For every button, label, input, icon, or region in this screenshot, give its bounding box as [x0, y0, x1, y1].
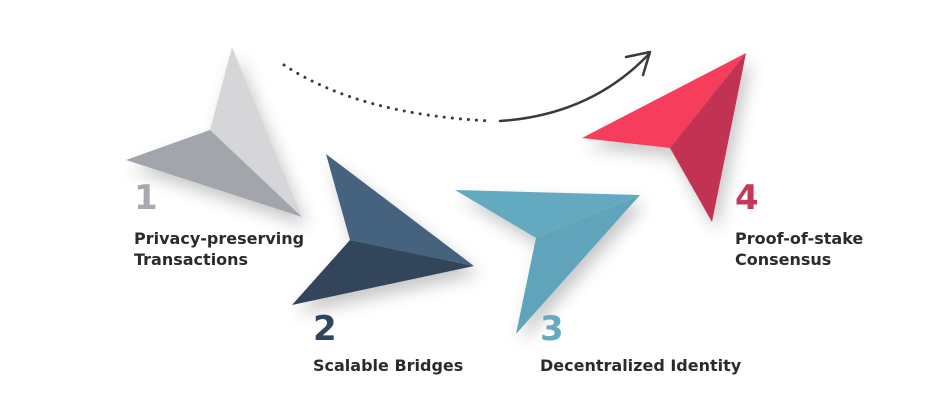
step-2-number: 2 [313, 309, 337, 349]
step-2-arrow-light [326, 154, 474, 266]
step-1-arrow-dark [126, 130, 302, 217]
connector-solid-line [498, 53, 650, 123]
step-3-number: 3 [540, 309, 564, 349]
step-4-arrow-light [582, 53, 746, 148]
step-4-label: Proof-of-stake Consensus [735, 229, 864, 269]
connector-arrow [282, 50, 652, 123]
step-3-arrow [455, 190, 640, 334]
step-3-arrow-light [455, 190, 640, 238]
step-2-label: Scalable Bridges [313, 356, 464, 375]
connector-arrowhead [624, 50, 652, 77]
step-4-arrow [582, 53, 746, 222]
connector-dotted-line [282, 63, 494, 123]
step-4-number: 4 [735, 178, 759, 218]
step-2-arrow-dark [292, 240, 474, 305]
step-1-arrow [126, 47, 302, 217]
step-1-number: 1 [134, 178, 158, 218]
step-4-arrow-dark [670, 53, 746, 222]
step-3-arrow-dark [516, 195, 640, 334]
step-3-label: Decentralized Identity [540, 356, 742, 375]
step-2-arrow [292, 154, 474, 305]
step-1-label: Privacy-preserving Transactions [134, 229, 305, 269]
step-1-arrow-light [210, 47, 302, 217]
